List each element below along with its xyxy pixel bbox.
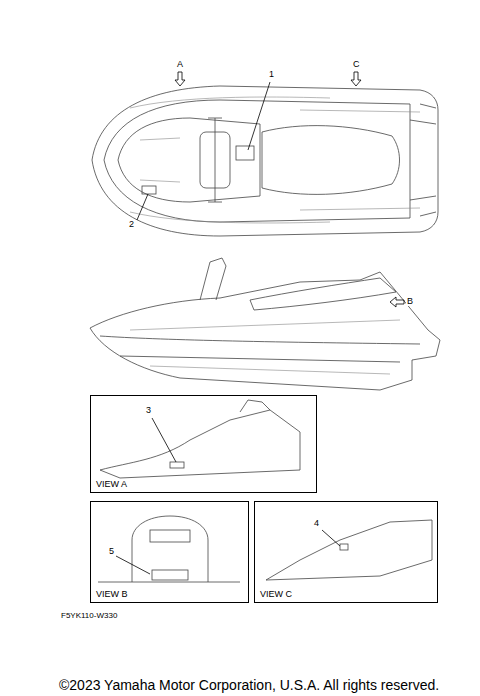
view-c-hull	[266, 520, 432, 580]
deck-top	[118, 118, 260, 202]
handlebar-side	[200, 258, 226, 300]
leader-2	[137, 194, 148, 220]
callout-label: 3	[145, 406, 152, 415]
view-arrow-b	[390, 297, 404, 307]
view-frame: VIEW A	[90, 395, 317, 493]
view-a-hull	[100, 410, 300, 478]
decal-1	[236, 146, 254, 160]
callout-label: B	[406, 297, 414, 306]
leader-3	[152, 418, 176, 462]
callout-label: 1	[268, 70, 275, 79]
view-arrow-a	[175, 72, 185, 86]
callout-label: 4	[313, 519, 320, 528]
leader-5	[116, 556, 150, 574]
view-label: VIEW B	[95, 590, 129, 599]
leader-1	[248, 82, 270, 150]
leader-4	[322, 530, 340, 546]
view-frame: VIEW C	[254, 501, 438, 603]
view-label: VIEW C	[259, 590, 293, 599]
seat-side	[250, 278, 396, 310]
hull-top-view	[92, 86, 438, 236]
callout-label: 2	[128, 220, 135, 229]
view-c-decal	[340, 544, 348, 550]
callout-label: C	[352, 60, 361, 69]
view-b-plate	[152, 570, 188, 580]
stern-top	[410, 104, 436, 216]
copyright-note: ©2023 Yamaha Motor Corporation, U.S.A. A…	[58, 678, 440, 692]
view-a-decal	[170, 462, 184, 468]
hull-top-inner	[104, 100, 410, 222]
view-a-handle	[240, 400, 270, 412]
view-b-panel	[150, 530, 190, 542]
view-label: VIEW A	[95, 480, 128, 489]
callout-label: A	[176, 60, 184, 69]
view-b-stern	[132, 516, 208, 582]
hull-side-line	[100, 336, 420, 362]
figure-code: F5YK110-W330	[60, 612, 118, 620]
decal-2	[142, 186, 156, 194]
handlebar-grip	[208, 118, 222, 202]
hull-side-view	[90, 272, 440, 390]
seat-top	[262, 126, 400, 195]
view-arrow-c	[351, 72, 361, 86]
callout-label: 5	[108, 547, 115, 556]
view-b-line	[98, 582, 240, 583]
